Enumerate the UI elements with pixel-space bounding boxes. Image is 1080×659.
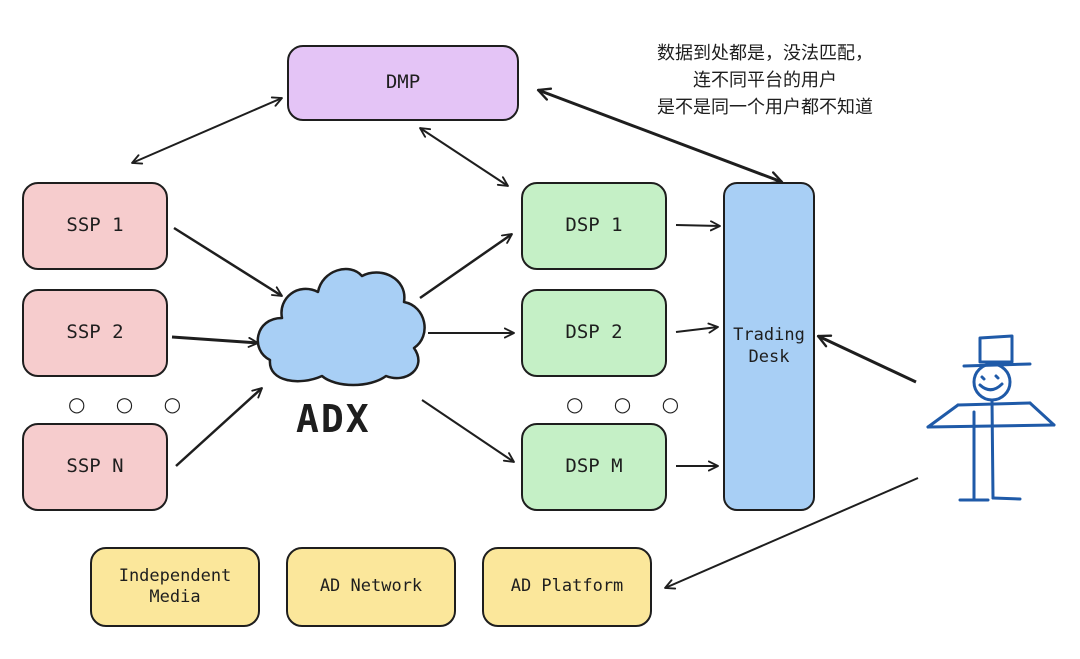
- arrow-dsp1-trading-desk: [675, 220, 721, 232]
- arrow-dmp-dsp1: [419, 127, 509, 187]
- dsp-2-label: DSP 2: [565, 321, 623, 344]
- ad-network-box: AD Network: [286, 547, 456, 627]
- ssp-1-box: SSP 1: [22, 182, 168, 270]
- trading-desk-label-line1: Trading: [733, 325, 805, 346]
- arrow-adx-dspm: [421, 399, 515, 463]
- ssp-n-label: SSP N: [66, 455, 124, 478]
- independent-media-label-line1: Independent: [118, 565, 232, 586]
- arrow-ssp2-adx: [171, 335, 259, 348]
- dmp-box: DMP: [287, 45, 519, 121]
- ssp-ellipsis: ○ ○ ○: [68, 392, 194, 416]
- arrow-dsp2-trading-desk: [675, 322, 719, 334]
- arrow-advertiser-ad-platform: [664, 477, 919, 590]
- note-line: 数据到处都是，没法匹配，: [657, 43, 873, 64]
- arrow-dmp-ssp: [131, 96, 283, 165]
- arrow-advertiser-trading-desk: [816, 334, 917, 384]
- note-line: 是不是同一个用户都不知道: [657, 97, 873, 118]
- annotation-note: 数据到处都是，没法匹配， 连不同平台的用户 是不是同一个用户都不知道: [615, 40, 915, 121]
- ad-network-label: AD Network: [319, 576, 423, 597]
- adx-label: ADX: [296, 397, 371, 441]
- dsp-1-box: DSP 1: [521, 182, 667, 270]
- ssp-2-label: SSP 2: [66, 321, 124, 344]
- arrow-sspn-adx: [175, 387, 263, 467]
- trading-desk-box: Trading Desk: [723, 182, 815, 511]
- ssp-n-box: SSP N: [22, 423, 168, 511]
- arrow-adx-dsp1: [419, 232, 513, 300]
- ad-platform-label: AD Platform: [510, 576, 624, 597]
- trading-desk-label-line2: Desk: [748, 346, 790, 367]
- arrow-ssp1-adx: [173, 226, 283, 298]
- dmp-label: DMP: [385, 71, 421, 94]
- dsp-ellipsis: ○ ○ ○: [566, 392, 692, 416]
- adx-cloud-shape: [256, 267, 426, 387]
- dsp-2-box: DSP 2: [521, 289, 667, 377]
- ad-platform-box: AD Platform: [482, 547, 652, 627]
- dsp-1-label: DSP 1: [565, 214, 623, 237]
- dsp-m-box: DSP M: [521, 423, 667, 511]
- independent-media-label-line2: Media: [149, 587, 201, 607]
- note-line: 连不同平台的用户: [693, 70, 837, 91]
- arrow-dmp-trading-desk: [536, 87, 784, 185]
- dsp-m-label: DSP M: [565, 455, 623, 478]
- independent-media-box: Independent Media: [90, 547, 260, 627]
- ssp-2-box: SSP 2: [22, 289, 168, 377]
- ssp-1-label: SSP 1: [66, 214, 124, 237]
- advertiser-stick-figure: [926, 334, 1056, 502]
